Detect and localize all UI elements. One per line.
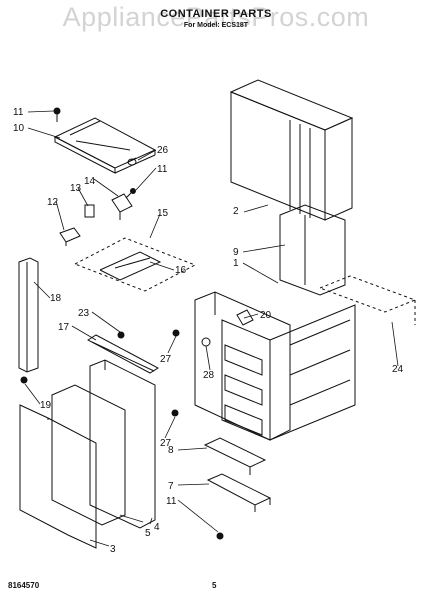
callout-8: 8 <box>168 445 174 456</box>
part-26-fitting <box>127 157 137 166</box>
callout-11-top: 11 <box>13 107 24 118</box>
part-23-screw <box>117 331 125 339</box>
callout-3: 3 <box>110 544 116 555</box>
callout-12: 12 <box>47 197 59 208</box>
leader-lines <box>24 110 399 547</box>
part-2-container <box>229 79 354 221</box>
diagram-title: CONTAINER PARTS <box>160 8 272 20</box>
footer-code: 8164570 <box>8 581 40 590</box>
callout-20: 20 <box>260 310 272 321</box>
callout-19: 19 <box>40 400 52 411</box>
callout-26: 26 <box>157 145 169 156</box>
part-28-fitting <box>201 337 211 347</box>
callout-4: 4 <box>154 522 160 533</box>
diagram-subtitle: For Model: ECS18T <box>183 22 249 29</box>
part-9-back-panel <box>279 204 346 296</box>
part-16-tray-insert <box>99 251 162 281</box>
callout-5: 5 <box>145 528 151 539</box>
callout-13: 13 <box>70 183 82 194</box>
part-11-screw-mid <box>125 188 136 199</box>
part-14-bracket <box>111 193 133 220</box>
part-27-screws <box>171 329 180 417</box>
part-24-mount <box>318 275 417 325</box>
callout-17: 17 <box>58 322 70 333</box>
callout-2: 2 <box>233 206 239 217</box>
part-11-screw-top <box>53 107 61 122</box>
part-18-rail <box>18 257 39 373</box>
part-1-housing <box>194 291 356 441</box>
callout-11-bottom: 11 <box>166 496 177 507</box>
part-11-screw-bottom <box>216 532 224 540</box>
part-15-tray <box>73 237 197 292</box>
callout-15: 15 <box>157 208 169 219</box>
page-number: 5 <box>212 581 217 590</box>
callout-10: 10 <box>13 123 25 134</box>
part-17-slide <box>87 334 159 374</box>
watermark: AppliancePartsPros.com <box>62 2 370 32</box>
part-10-cover <box>53 117 157 174</box>
callout-24: 24 <box>392 364 404 375</box>
callout-27-upper: 27 <box>160 354 172 365</box>
callout-16: 16 <box>175 265 187 276</box>
callout-23: 23 <box>78 308 90 319</box>
callout-27-lower: 27 <box>160 438 172 449</box>
callout-14: 14 <box>84 176 96 187</box>
part-4-panel <box>89 359 156 529</box>
part-13-clip <box>84 204 95 218</box>
callout-labels: 11 10 26 11 14 13 12 15 16 18 17 23 19 2… <box>13 107 404 555</box>
callout-7: 7 <box>168 481 174 492</box>
callout-1: 1 <box>233 258 239 269</box>
part-3-panel <box>19 404 97 549</box>
part-20-bracket <box>236 309 254 326</box>
part-19-screw <box>20 376 28 384</box>
part-12-switch <box>59 227 81 246</box>
callout-18: 18 <box>50 293 62 304</box>
part-5-panel <box>51 384 126 526</box>
part-7-bracket <box>206 473 272 512</box>
part-8-bracket <box>203 437 267 475</box>
callout-9: 9 <box>233 247 239 258</box>
callout-28: 28 <box>203 370 215 381</box>
callout-11-mid: 11 <box>157 164 168 175</box>
